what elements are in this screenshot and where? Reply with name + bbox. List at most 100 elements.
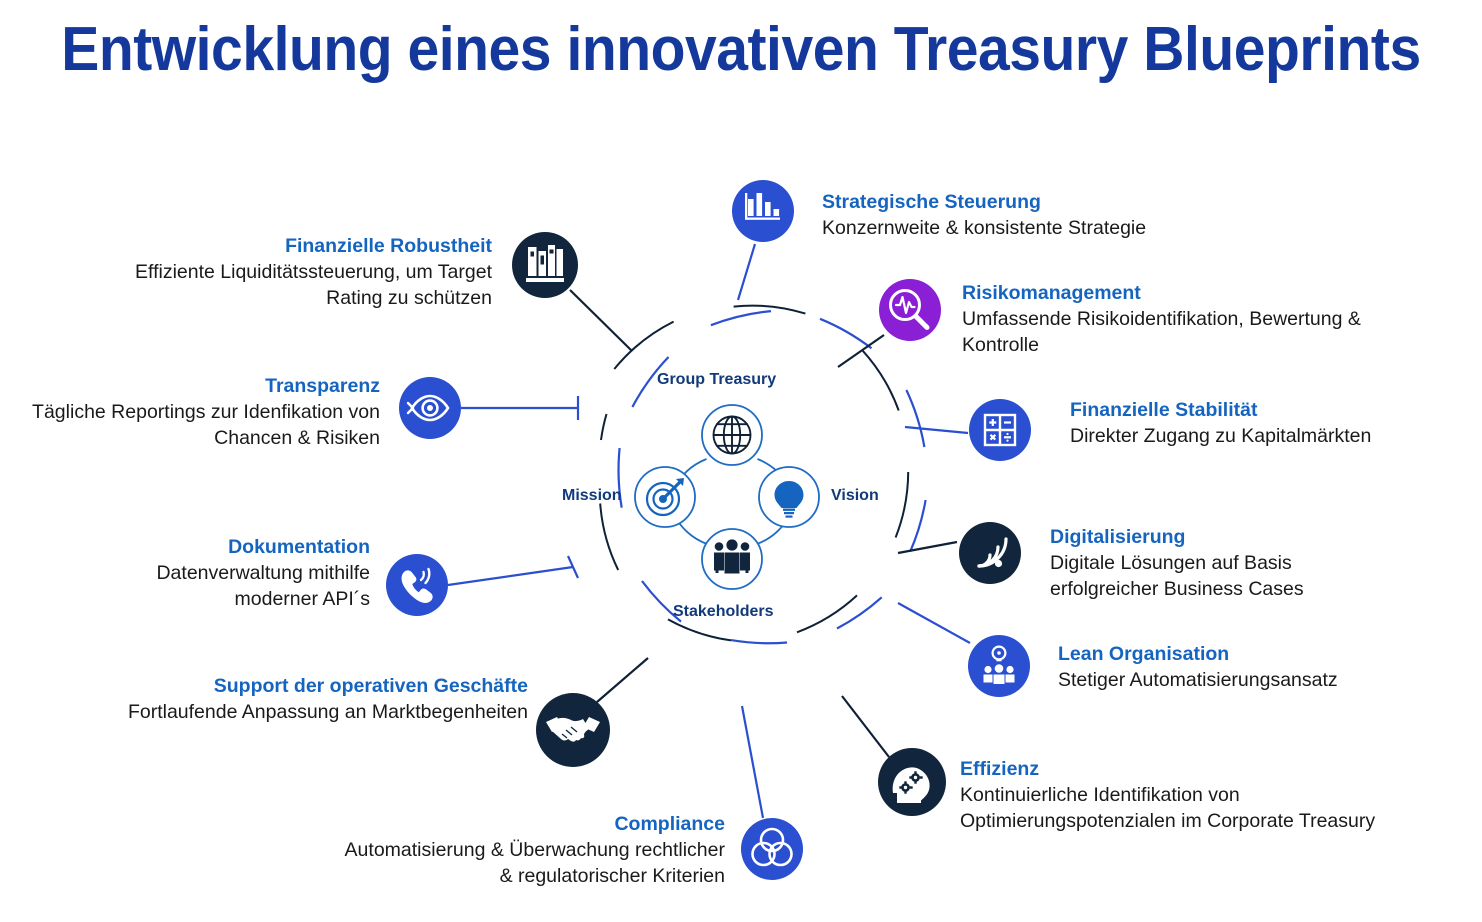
hub-label-mission: Mission [562,487,622,504]
label-support: Support der operativen Geschäfte Fortlau… [108,674,528,725]
inner-arc-1 [613,320,675,370]
hub-target[interactable] [634,466,696,528]
heading-finanzielle-robustheit: Finanzielle Robustheit [285,235,492,257]
body-risikomanagement-1: Kontrolle [962,334,1039,356]
idea-team-icon [983,645,1015,684]
spoke-support [596,657,649,703]
icon-lean-organisation[interactable] [968,635,1030,697]
icon-effizienz[interactable] [878,748,946,816]
icon-compliance[interactable] [741,818,803,880]
outer-arc-4 [819,317,873,350]
outer-arc-3 [710,310,772,327]
heading-transparenz: Transparenz [265,375,380,397]
hub-lightbulb[interactable] [758,466,820,528]
spoke-finanzielle-stabilitaet [904,425,969,435]
icon-digitalisierung[interactable] [959,522,1021,584]
icon-risikomanagement[interactable] [879,279,941,341]
spoke-digitalisierung [897,540,958,555]
bar-chart-icon [745,193,780,220]
outer-arc-5 [905,389,926,448]
label-finanzielle-robustheit: Finanzielle Robustheit Effiziente Liquid… [88,234,492,311]
books-icon [526,245,564,282]
icon-finanzielle-robustheit[interactable] [512,232,578,298]
tick-dokumentation [566,555,580,579]
inner-arc-4 [894,471,910,538]
outer-arc-7 [836,596,883,630]
globe-icon [712,415,752,455]
inner-arc-3 [862,350,900,411]
spoke-risikomanagement [837,334,885,368]
body-support-0: Fortlaufende Anpassung an Marktbegenheit… [127,701,528,723]
spoke-finanzielle-robustheit [569,289,633,352]
label-finanzielle-stabilitaet: Finanzielle Stabilität Direkter Zugang z… [1070,398,1371,449]
hub-label-stakeholders: Stakeholders [673,603,774,620]
spoke-lean-organisation [897,602,971,644]
wifi-signal-icon [977,537,1008,568]
label-strategische-steuerung: Strategische Steuerung Konzernweite & ko… [822,190,1146,241]
page-title: Entwicklung eines innovativen Treasury B… [61,15,1421,84]
heading-support: Support der operativen Geschäfte [213,675,528,697]
spoke-dokumentation [447,565,574,587]
ring-ticks [566,396,580,579]
eye-icon [406,394,450,422]
inner-arc-7 [599,503,620,571]
people-icon [714,539,750,574]
inner-arc-5 [796,594,858,634]
body-transparenz-1: Chancen & Risiken [214,427,380,449]
hub-globe[interactable] [701,404,763,466]
heading-effizienz: Effizienz [960,758,1040,780]
heading-dokumentation: Dokumentation [228,536,370,558]
icon-dokumentation[interactable] [386,554,448,616]
body-finanzielle-robustheit-1: Rating zu schützen [326,287,492,309]
venn-icon [751,827,793,867]
heading-strategische-steuerung: Strategische Steuerung [822,191,1041,213]
body-compliance-0: Automatisierung & Überwachung rechtliche… [344,839,725,861]
body-effizienz-0: Kontinuierliche Identifikation von [960,784,1240,806]
heading-risikomanagement: Risikomanagement [962,282,1141,304]
body-finanzielle-robustheit-0: Effiziente Liquiditätssteuerung, um Targ… [135,261,492,283]
label-transparenz: Transparenz Tägliche Reportings zur Iden… [8,374,380,451]
label-risikomanagement: Risikomanagement Umfassende Risikoidenti… [962,281,1361,358]
body-strategische-steuerung-0: Konzernweite & konsistente Strategie [822,217,1147,239]
label-compliance: Compliance Automatisierung & Überwachung… [325,812,725,889]
spoke-strategische-steuerung [736,243,757,301]
label-lean-organisation: Lean Organisation Stetiger Automatisieru… [1058,642,1338,693]
outer-ring-arcs [617,310,927,645]
label-dokumentation: Dokumentation Datenverwaltung mithilfe m… [75,535,370,612]
calculator-icon [983,413,1017,447]
body-dokumentation-1: moderner API´s [234,588,370,610]
lightbulb-icon [774,481,804,518]
spoke-lines [447,243,971,819]
heading-lean-organisation: Lean Organisation [1058,643,1230,665]
label-digitalisierung: Digitalisierung Digitale Lösungen auf Ba… [1050,525,1304,602]
heading-digitalisierung: Digitalisierung [1050,526,1186,548]
inner-arc-2 [733,304,806,315]
body-risikomanagement-0: Umfassende Risikoidentifikation, Bewertu… [962,308,1361,330]
spoke-compliance [740,705,765,819]
heading-finanzielle-stabilitaet: Finanzielle Stabilität [1070,399,1258,421]
target-icon [645,478,684,517]
icon-finanzielle-stabilitaet[interactable] [969,399,1031,461]
icon-support[interactable] [536,693,610,767]
body-transparenz-0: Tägliche Reportings zur Idenfikation von [32,401,380,423]
body-finanzielle-stabilitaet-0: Direkter Zugang zu Kapitalmärkten [1070,425,1372,447]
outer-arc-2 [631,356,670,408]
body-dokumentation-0: Datenverwaltung mithilfe [156,562,370,584]
hub-label-group-treasury: Group Treasury [657,371,777,388]
icon-transparenz[interactable] [399,377,461,439]
inner-arc-8 [600,413,608,441]
body-compliance-1: & regulatorischer Kriterien [499,865,725,887]
spoke-effizienz [841,695,890,758]
magnifier-pulse-icon [889,289,930,330]
icon-strategische-steuerung[interactable] [732,180,794,242]
outer-arc-9 [641,580,682,623]
hub-people[interactable] [701,528,763,590]
hub-label-vision: Vision [831,487,879,504]
outer-arc-8 [730,639,788,645]
label-effizienz: Effizienz Kontinuierliche Identifikation… [960,757,1375,834]
inner-arc-6 [667,618,732,642]
handshake-icon [546,717,600,742]
outer-arc-6 [909,499,927,553]
body-lean-organisation-0: Stetiger Automatisierungsansatz [1058,669,1338,691]
